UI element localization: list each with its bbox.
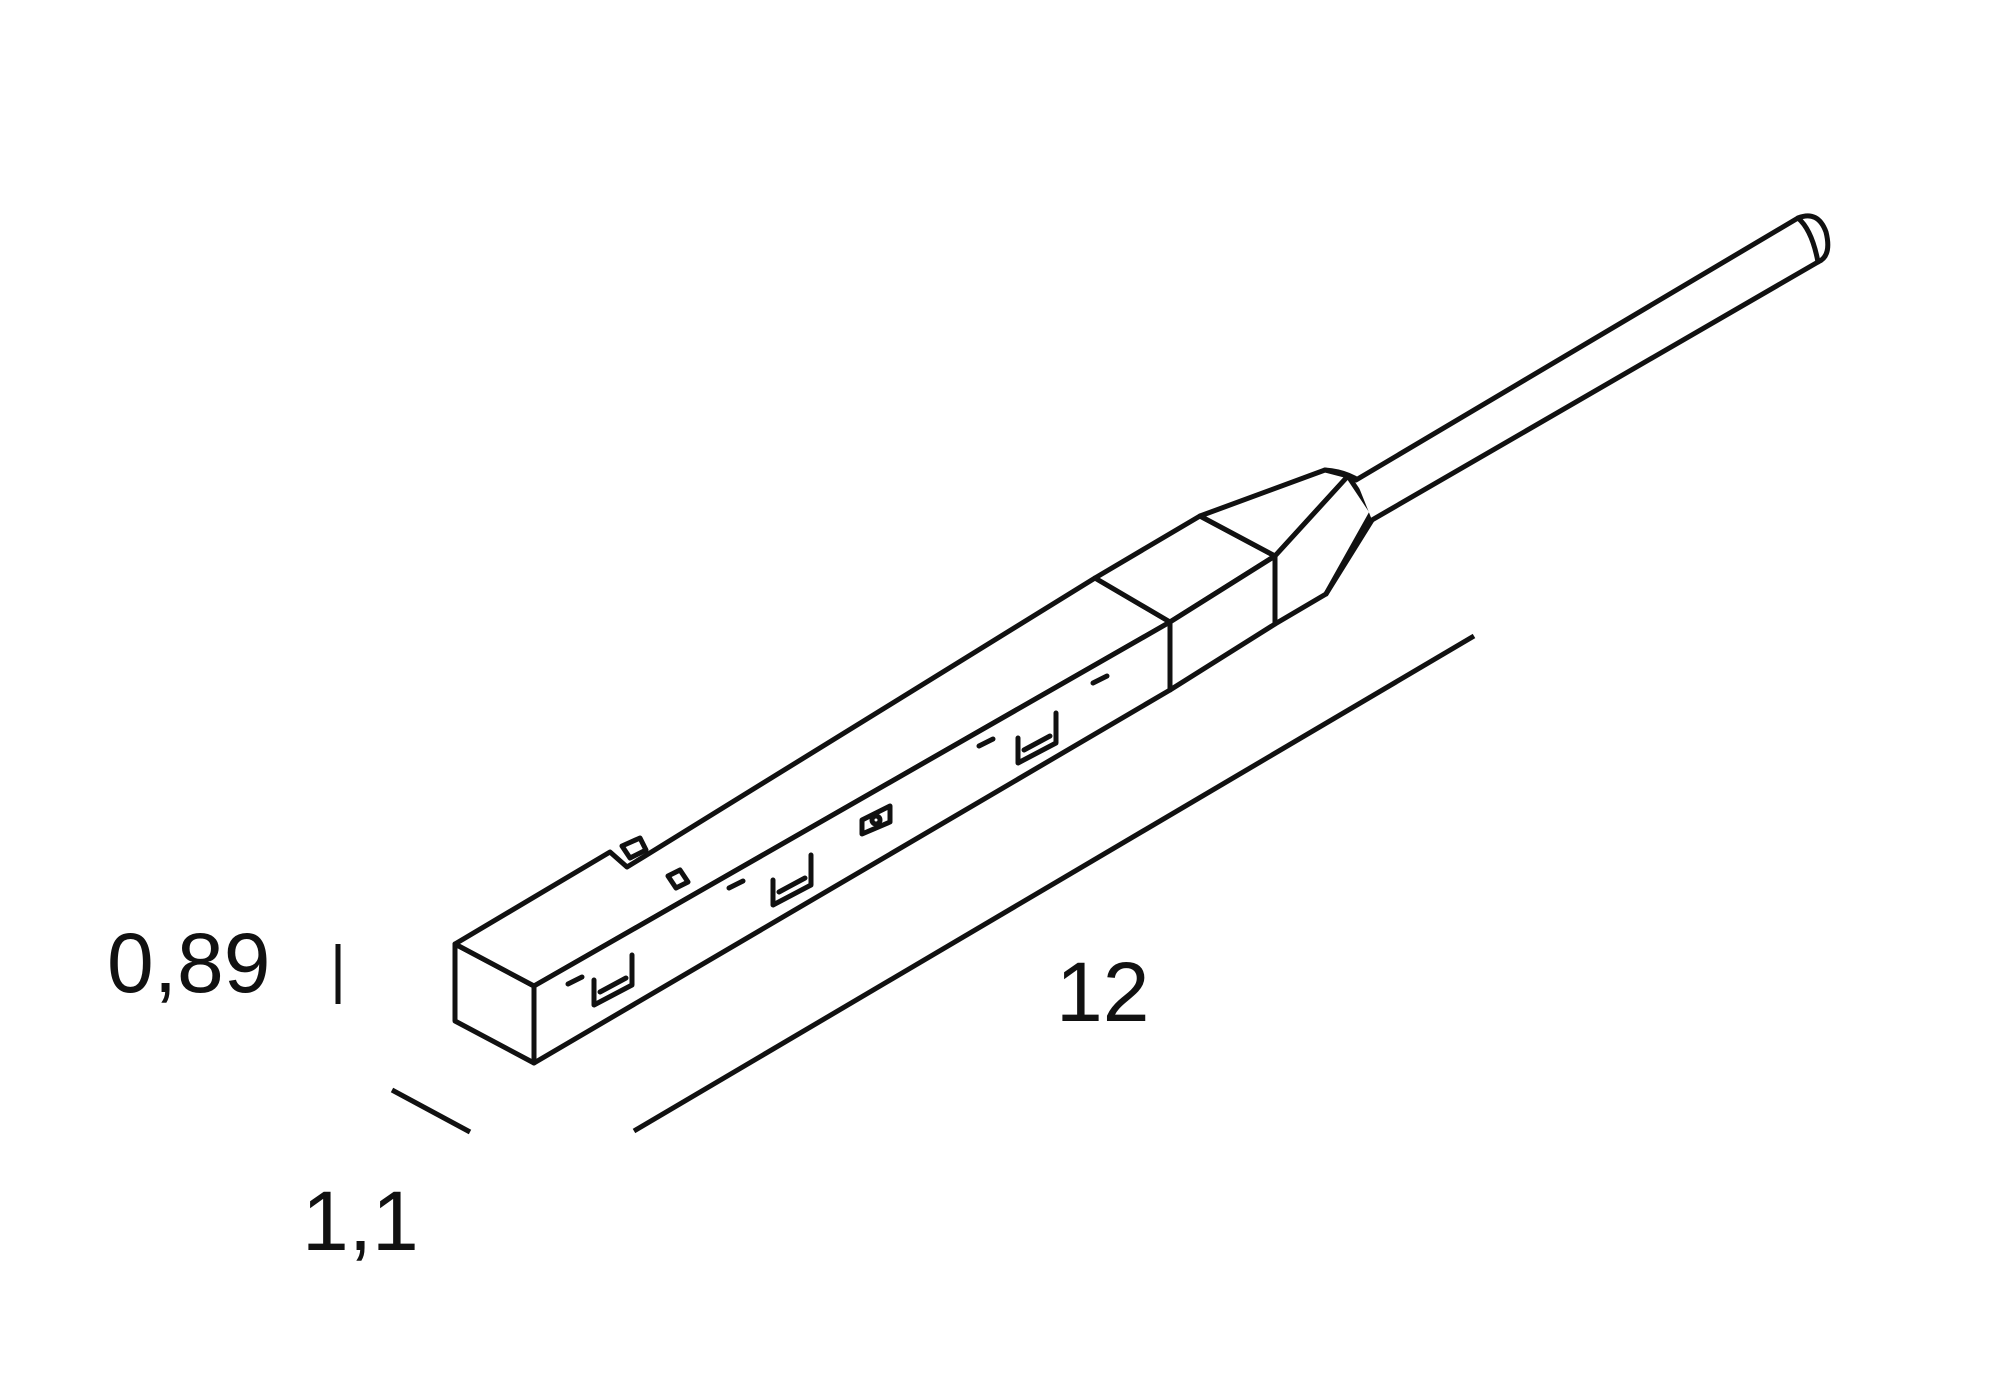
socket: [859, 803, 893, 837]
length-dimension-line: [632, 633, 1476, 1134]
contact-clip: [770, 852, 814, 908]
width-dimension-line: [390, 1087, 472, 1135]
connector-product: [452, 213, 1831, 1066]
contact-clip: [1015, 710, 1059, 766]
height-dimension-label: 0,89: [107, 916, 271, 1010]
dash-mark: [976, 736, 996, 749]
dash-mark: [726, 878, 746, 891]
front-notch: [665, 867, 691, 891]
dash-mark: [565, 974, 585, 987]
bar-top-face: [452, 575, 1173, 989]
length-dimension-label: 12: [1056, 945, 1149, 1039]
cable-end: [1795, 215, 1821, 265]
dash-mark: [1090, 673, 1110, 686]
socket-hole: [869, 813, 883, 827]
top-tab: [619, 835, 649, 861]
cable: [1353, 213, 1831, 523]
contact-clip: [591, 952, 635, 1008]
dimension-lines: [335, 633, 1476, 1135]
width-dimension-label: 1,1: [302, 1174, 419, 1268]
